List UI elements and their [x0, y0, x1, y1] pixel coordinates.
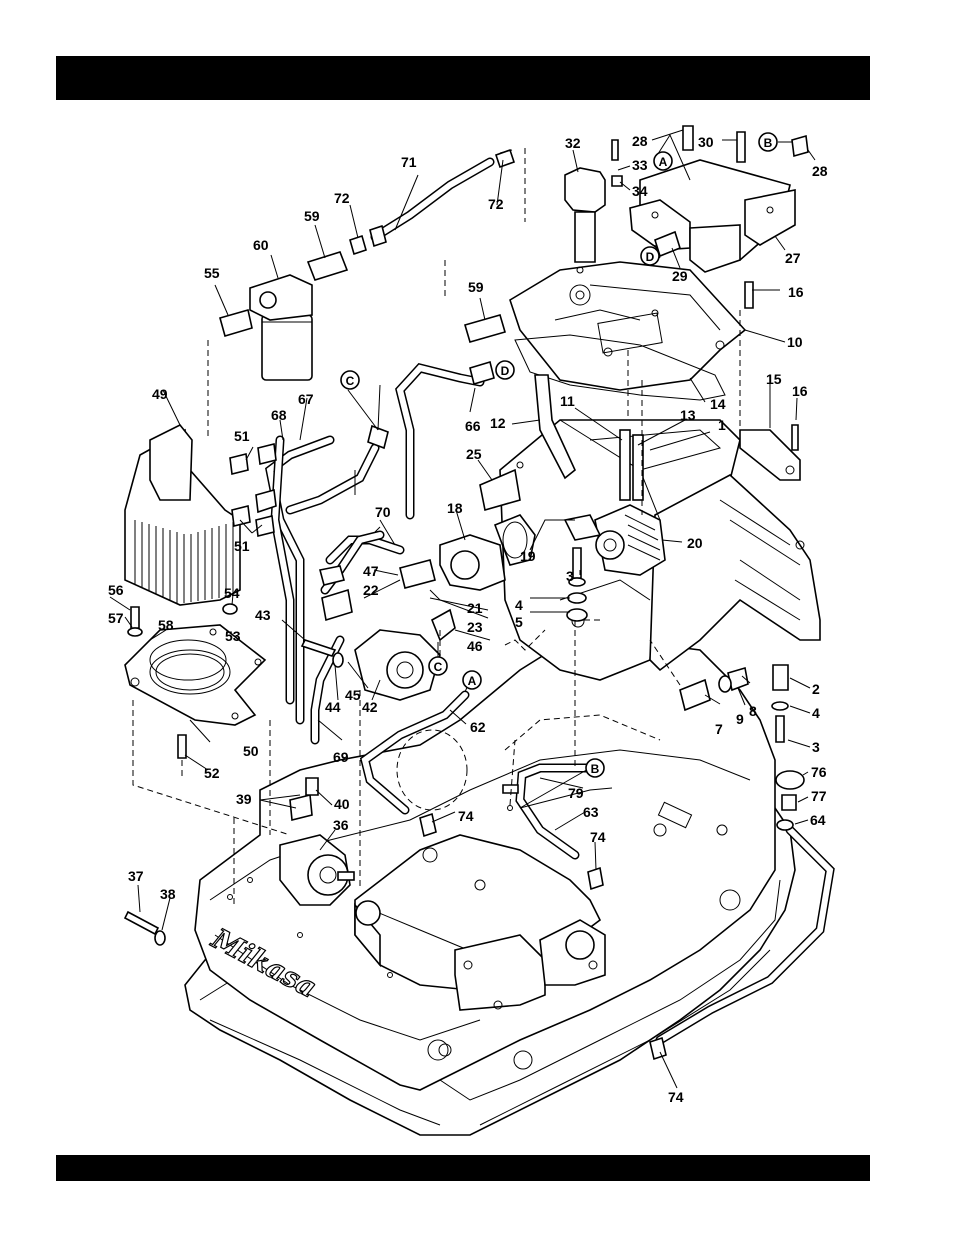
- callout-44: 44: [325, 699, 341, 715]
- callout-74a: 74: [458, 808, 474, 824]
- callout-70: 70: [375, 504, 391, 520]
- callout-43: 43: [255, 607, 271, 623]
- connector-D-hose: D: [496, 361, 514, 379]
- callout-42: 42: [362, 699, 378, 715]
- callout-4b: 4: [812, 705, 820, 721]
- callout-72a: 72: [334, 190, 350, 206]
- callout-57: 57: [108, 610, 124, 626]
- callout-4a: 4: [515, 597, 523, 613]
- callout-69: 69: [333, 749, 349, 765]
- callout-67: 67: [298, 391, 314, 407]
- callout-29: 29: [672, 268, 688, 284]
- connector-B-hose: B: [586, 759, 604, 777]
- callout-53: 53: [225, 628, 241, 644]
- connector-D-valve: D: [641, 247, 659, 265]
- connector-label: A: [659, 155, 668, 169]
- callout-59b: 59: [468, 279, 484, 295]
- callout-28b: 28: [812, 163, 828, 179]
- callout-15: 15: [766, 371, 782, 387]
- callout-10: 10: [787, 334, 803, 350]
- callout-25: 25: [466, 446, 482, 462]
- callout-74b: 74: [590, 829, 606, 845]
- callout-33: 33: [632, 157, 648, 173]
- callout-36: 36: [333, 817, 349, 833]
- callout-18: 18: [447, 500, 463, 516]
- oil-cooler: [125, 425, 240, 605]
- connector-label: B: [764, 136, 773, 150]
- connector-B-top: B: [759, 133, 777, 151]
- callout-16a: 16: [788, 284, 804, 300]
- callout-64: 64: [810, 812, 826, 828]
- callout-12: 12: [490, 415, 506, 431]
- gear-pump-42: [355, 630, 440, 700]
- callout-66: 66: [465, 418, 481, 434]
- callout-56: 56: [108, 582, 124, 598]
- callout-47: 47: [363, 563, 379, 579]
- callout-7: 7: [715, 721, 723, 737]
- callout-22: 22: [363, 582, 379, 598]
- callout-45: 45: [345, 687, 361, 703]
- callout-27: 27: [785, 250, 801, 266]
- callout-16b: 16: [792, 383, 808, 399]
- callout-46: 46: [467, 638, 483, 654]
- callout-11: 11: [560, 393, 575, 409]
- callout-40: 40: [334, 796, 350, 812]
- callout-62: 62: [470, 719, 486, 735]
- connector-C-upper: C: [341, 371, 359, 389]
- callout-52: 52: [204, 765, 220, 781]
- connector-label: D: [501, 364, 510, 378]
- connector-C-lower: C: [429, 657, 447, 675]
- callout-63: 63: [583, 804, 599, 820]
- callout-21: 21: [467, 600, 483, 616]
- callout-23: 23: [467, 619, 483, 635]
- callout-37: 37: [128, 868, 144, 884]
- connector-A-hose: A: [463, 671, 481, 689]
- callout-49: 49: [152, 386, 168, 402]
- callout-74c: 74: [668, 1089, 684, 1105]
- callout-19: 19: [520, 548, 536, 564]
- callout-58: 58: [158, 617, 174, 633]
- callout-50: 50: [243, 743, 259, 759]
- callout-1: 1: [718, 417, 726, 433]
- callout-32: 32: [565, 135, 581, 151]
- connector-label: C: [434, 660, 443, 674]
- callout-77: 77: [811, 788, 827, 804]
- callout-13: 13: [680, 407, 696, 423]
- callout-3a: 3: [566, 568, 574, 584]
- callout-30: 30: [698, 134, 714, 150]
- callout-3b: 3: [812, 739, 820, 755]
- return-filter: [250, 275, 312, 380]
- connector-label: C: [346, 374, 355, 388]
- callout-5: 5: [515, 614, 523, 630]
- callout-79: 79: [568, 785, 584, 801]
- callout-60: 60: [253, 237, 269, 253]
- callout-54: 54: [224, 585, 240, 601]
- filler-cap-32: [565, 168, 605, 262]
- connector-label: B: [591, 762, 600, 776]
- callout-51a: 51: [234, 428, 250, 444]
- callout-76: 76: [811, 764, 827, 780]
- callout-8: 8: [749, 703, 757, 719]
- connector-A-top: A: [654, 152, 672, 170]
- callout-28a: 28: [632, 133, 648, 149]
- callout-34: 34: [632, 183, 648, 199]
- callout-71: 71: [401, 154, 417, 170]
- callout-9: 9: [736, 711, 744, 727]
- callout-59a: 59: [304, 208, 320, 224]
- connector-label: D: [646, 250, 655, 264]
- callout-14: 14: [710, 396, 726, 412]
- callout-39: 39: [236, 791, 252, 807]
- callout-55: 55: [204, 265, 220, 281]
- connector-label: A: [468, 674, 477, 688]
- callout-20: 20: [687, 535, 703, 551]
- callout-68: 68: [271, 407, 287, 423]
- callout-38: 38: [160, 886, 176, 902]
- callout-2: 2: [812, 681, 820, 697]
- bracket-15: [740, 430, 800, 480]
- callout-51b: 51: [234, 538, 250, 554]
- callout-72b: 72: [488, 196, 504, 212]
